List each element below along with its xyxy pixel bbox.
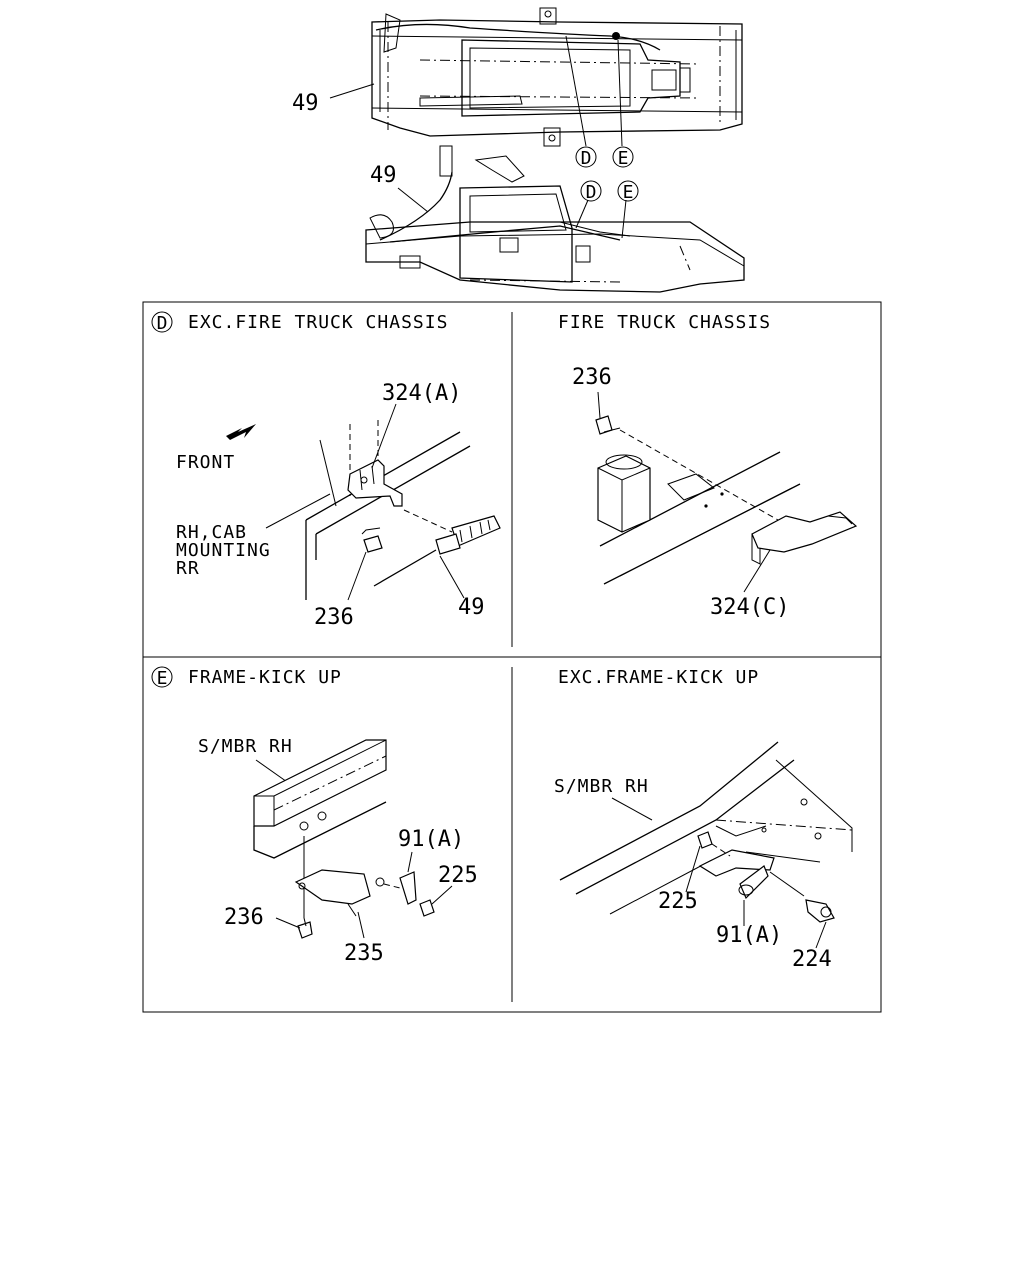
part-49-label-d: 49 (458, 595, 485, 620)
front-label: FRONT (176, 452, 235, 473)
panel-e-right-title: EXC.FRAME-KICK UP (558, 667, 759, 688)
svg-text:E: E (157, 668, 168, 689)
panel-e-exc-frame-kick-up: EXC.FRAME-KICK UP S/MBR RH (554, 667, 853, 949)
part-324c-label: 324(C) (710, 595, 789, 620)
svg-text:D: D (581, 148, 592, 169)
part-235-label: 235 (344, 941, 384, 966)
mount-label-1: RH,CAB (176, 522, 247, 543)
panel-e-title: FRAME-KICK UP (188, 667, 342, 688)
svg-text:E: E (618, 148, 629, 169)
panel-d-fire-truck: FIRE TRUCK CHASSIS (558, 312, 858, 593)
cable-label-upper: 49 (292, 91, 319, 116)
part-91a-label-e: 91(A) (398, 827, 464, 852)
panel-d-title: EXC.FIRE TRUCK CHASSIS (188, 312, 448, 333)
front-arrow-icon (226, 424, 256, 440)
chassis-top-view (329, 7, 743, 147)
part-324a-label: 324(A) (382, 381, 461, 406)
part-236-label-fire: 236 (572, 365, 612, 390)
callout-e-upper: E (612, 146, 634, 169)
part-225-label-e: 225 (438, 863, 478, 888)
part-236-label-d: 236 (314, 605, 354, 630)
detail-panels-frame (142, 301, 882, 1013)
chassis-side-view (365, 145, 745, 293)
panel-e-marker: E (151, 666, 173, 689)
mount-label-3: RR (176, 558, 200, 579)
callout-d-lower: D (580, 180, 602, 203)
panel-e-frame-kick-up: E FRAME-KICK UP S/MBR RH (151, 666, 453, 939)
member-label-e-right: S/MBR RH (554, 776, 649, 797)
part-225-label-e-right: 225 (658, 889, 698, 914)
svg-text:D: D (157, 313, 168, 334)
panel-d-exc-fire-truck: D EXC.FIRE TRUCK CHASSIS FRONT RH,CAB MO… (151, 311, 501, 601)
svg-text:D: D (586, 182, 597, 203)
member-label-e: S/MBR RH (198, 736, 293, 757)
panel-d-right-title: FIRE TRUCK CHASSIS (558, 312, 771, 333)
part-224-label: 224 (792, 947, 832, 972)
cable-label-lower: 49 (370, 163, 397, 188)
part-236-label-e: 236 (224, 905, 264, 930)
panel-d-marker: D (151, 311, 173, 334)
mount-label-2: MOUNTING (176, 540, 271, 561)
svg-text:E: E (623, 182, 634, 203)
callout-d-upper: D (575, 146, 597, 169)
callout-e-lower: E (617, 180, 639, 203)
part-91a-label-e-right: 91(A) (716, 923, 782, 948)
